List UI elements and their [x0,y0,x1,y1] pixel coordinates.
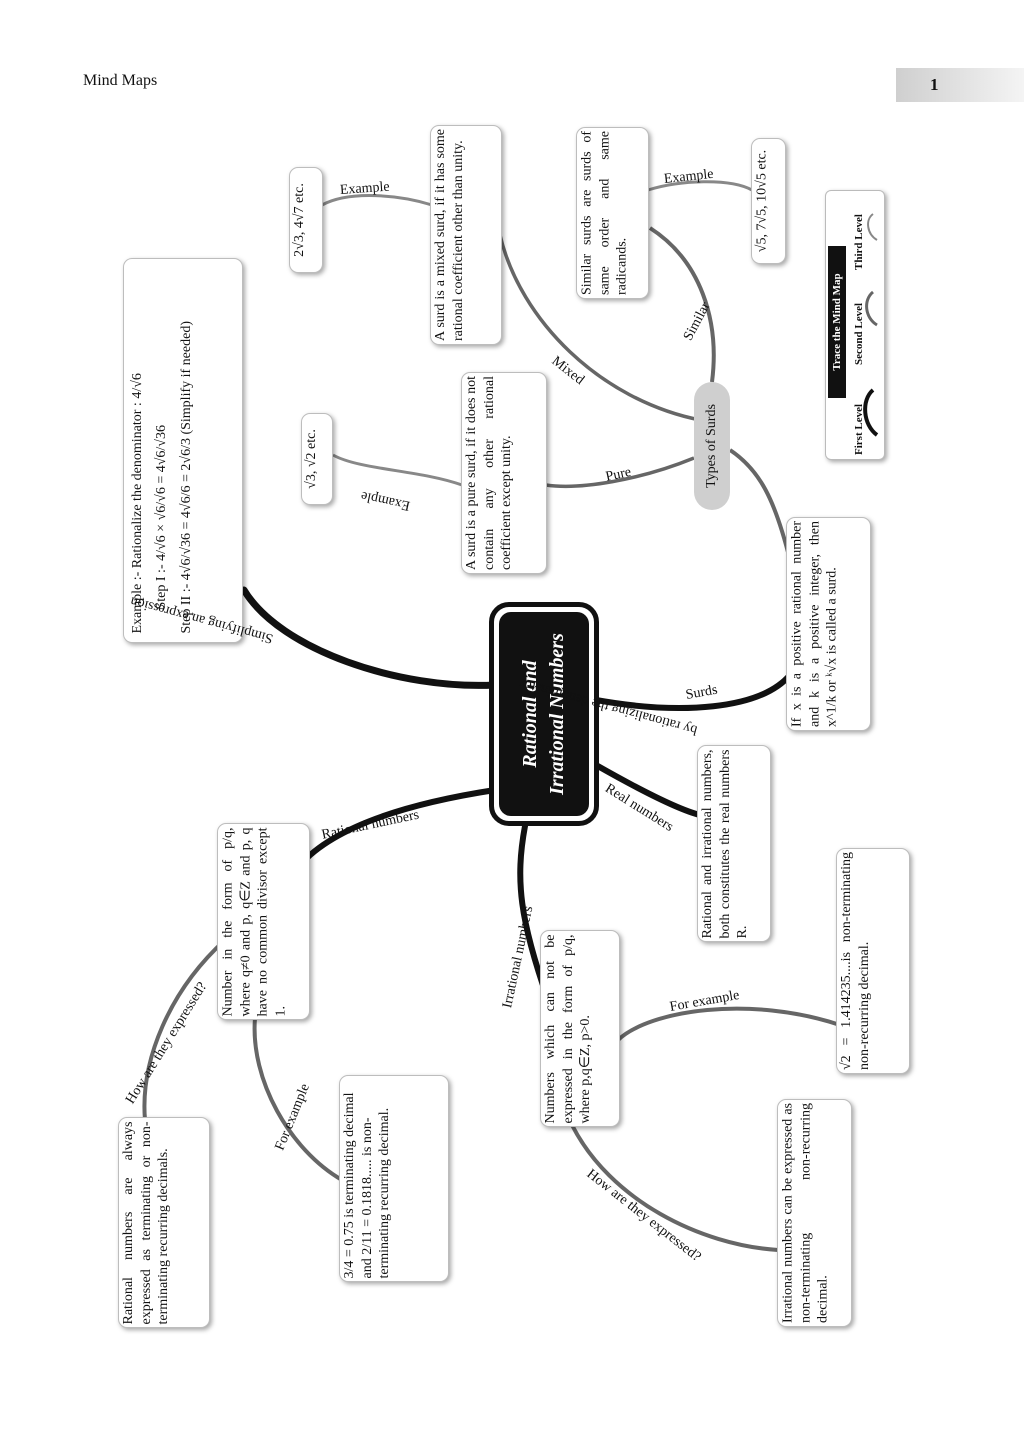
link-irrational [517,823,551,1003]
pure-example: √3, √2 etc. [304,429,319,489]
link-simplifying [240,586,499,689]
central-node: Rational and Irrational Numbers [499,612,589,816]
link-surds-types [728,448,792,561]
similar-surd-definition: Similar surds are surds of same order an… [579,131,629,295]
rationalize-box: Example :- Rationalize the denominator :… [123,258,243,643]
irrational-definition-box: Numbers which can not be expressed in th… [540,930,620,1127]
page-number-bar [896,68,1024,102]
link-similar [648,226,716,383]
link-how-irrational [570,1124,779,1252]
similar-surd-box: Similar surds are surds of same order an… [576,127,649,299]
link-how-rational [142,938,227,1121]
irrational-expression: Irrational numbers can be expressed as n… [780,1103,830,1323]
irrational-example: √2 = 1.414235....is non-terminating non-… [839,852,872,1070]
link-surds [593,672,793,711]
rational-example: 3/4 = 0.75 is terminating decimal and 2/… [342,1092,392,1278]
section-title: Mind Maps [83,72,158,89]
rationalize-line1: Example :- Rationalize the denominator :… [130,372,145,633]
types-of-surds-node: Types of Surds [694,382,730,510]
pure-example-box: √3, √2 etc. [301,413,333,505]
link-example-rational [252,1017,344,1182]
link-mixed [498,234,701,422]
irrational-example-box: √2 = 1.414235....is non-terminating non-… [836,848,910,1074]
link-pure [545,456,695,489]
irrational-definition: Numbers which can not be expressed in th… [543,934,593,1123]
rational-expression-box: Rational numbers are always expressed as… [118,1117,210,1328]
link-example-mixed [321,194,433,207]
mixed-example: 2√3, 4√7 etc. [292,183,307,257]
link-example-pure [332,453,463,487]
mixed-surd-box: A surd is a mixed surd, if it has some r… [430,125,502,345]
rational-definition-box: Number in the form of p/q, where q≠0 and… [217,823,310,1020]
irrational-expression-box: Irrational numbers can be expressed as n… [777,1099,852,1327]
page-number: 1 [930,75,939,94]
rationalize-line3: Step II :- 4√6/√36 = 4√6/6 = 2√6/3 (Simp… [179,320,194,633]
surd-definition-box: If x is a positive rational number and k… [786,517,871,731]
rationalize-line2: Step I :- 4/√6 × √6/√6 = 4√6/√36 [153,424,169,609]
legend-title: Trace the Mind Map [831,273,843,371]
rational-expression: Rational numbers are always expressed as… [121,1121,171,1324]
link-rational [297,787,498,868]
rational-definition: Number in the form of p/q, where q≠0 and… [220,827,288,1016]
mixed-surd-definition: A surd is a mixed surd, if it has some r… [433,129,466,341]
types-of-surds-label: Types of Surds [704,404,719,488]
mixed-example-box: 2√3, 4√7 etc. [289,167,323,273]
legend-title-bar: Trace the Mind Map [828,246,846,398]
link-example-irrational [616,1006,841,1042]
surd-definition: If x is a positive rational number and k… [789,521,839,727]
legend-sample-lines [863,213,879,437]
pure-surd-definition: A surd is a pure surd, if it does not co… [464,376,514,570]
real-numbers-definition: Rational and irrational numbers, both co… [700,749,750,938]
central-title-line1: Rational and [519,660,541,768]
central-title-line2: Irrational Numbers [546,633,568,795]
pure-surd-box: A surd is a pure surd, if it does not co… [461,372,547,574]
link-example-similar [647,180,753,192]
similar-example: √5, 7√5, 10√5 etc. [754,149,769,253]
link-real [593,762,703,818]
rational-example-box: 3/4 = 0.75 is terminating decimal and 2/… [339,1075,449,1282]
legend-box [825,190,885,460]
similar-example-box: √5, 7√5, 10√5 etc. [751,138,786,264]
real-numbers-box: Rational and irrational numbers, both co… [697,745,771,942]
